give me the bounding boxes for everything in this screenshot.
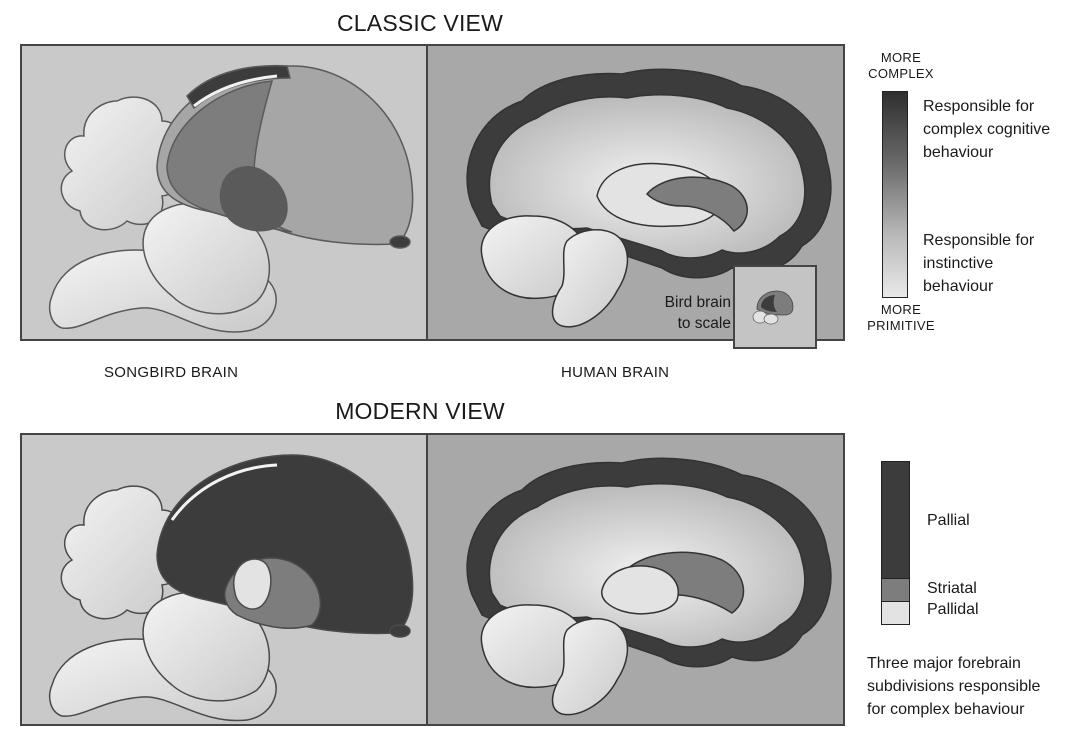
songbird-striatal-core [219, 166, 288, 232]
legend-label-pallidal: Pallidal [927, 601, 979, 618]
scale-upper-description: Responsible for complex cognitive behavi… [923, 95, 1050, 164]
scale-bottom-line1: MORE [880, 302, 922, 317]
legend-note-line1: Three major forebrain [867, 655, 1021, 672]
modern-panel-illustration [22, 435, 843, 724]
scale-lower-line3: behaviour [923, 278, 994, 295]
human-brain-modern [466, 457, 832, 716]
classic-view-title: CLASSIC VIEW [337, 10, 503, 36]
bird-brain-mini [752, 290, 794, 325]
human-brainstem-modern [551, 618, 629, 716]
human-brainstem [551, 229, 629, 328]
bird-brain-inset [733, 265, 817, 349]
inset-caption-line2: to scale [677, 315, 731, 332]
songbird-white-streak-modern [170, 463, 278, 521]
modern-view-title: MODERN VIEW [335, 398, 505, 424]
songbird-brain-classic [49, 64, 414, 333]
inset-caption-line1: Bird brain [664, 294, 731, 311]
scale-lower-line1: Responsible for [923, 232, 1035, 249]
songbird-pallidum-modern [232, 558, 272, 610]
modern-view-panel [20, 433, 845, 726]
legend-note-line2: subdivisions responsible [867, 678, 1041, 695]
scale-bottom-label: MORE PRIMITIVE [860, 302, 942, 334]
legend-label-pallial: Pallial [927, 512, 970, 529]
human-thalamus-modern [601, 565, 679, 615]
legend-label-striatal: Striatal [927, 580, 977, 597]
scale-bottom-line2: PRIMITIVE [867, 318, 935, 333]
legend-note-line3: for complex behaviour [867, 701, 1025, 718]
scale-lower-line2: instinctive [923, 255, 994, 272]
songbird-pallium-modern [156, 454, 414, 635]
scale-upper-line1: Responsible for [923, 98, 1035, 115]
songbird-white-streak [193, 74, 278, 108]
legend-swatch-striatal [881, 578, 910, 601]
songbird-brain-modern [49, 454, 414, 722]
scale-upper-line3: behaviour [923, 144, 994, 161]
legend-note: Three major forebrain subdivisions respo… [867, 652, 1040, 721]
human-brain-classic [466, 68, 832, 328]
complexity-gradient-bar [882, 91, 908, 298]
inset-caption: Bird brain to scale [641, 292, 731, 334]
scale-lower-description: Responsible for instinctive behaviour [923, 229, 1034, 298]
scale-top-line1: MORE [880, 50, 922, 65]
human-striatal-arc [645, 176, 748, 232]
songbird-brain-label: SONGBIRD BRAIN [104, 364, 239, 381]
legend-swatch-pallial [881, 461, 910, 578]
scale-top-line2: COMPLEX [868, 66, 934, 81]
human-brain-label: HUMAN BRAIN [561, 364, 670, 381]
scale-upper-line2: complex cognitive [923, 121, 1051, 138]
scale-top-label: MORE COMPLEX [860, 50, 942, 82]
legend-swatch-pallidal [881, 601, 910, 625]
